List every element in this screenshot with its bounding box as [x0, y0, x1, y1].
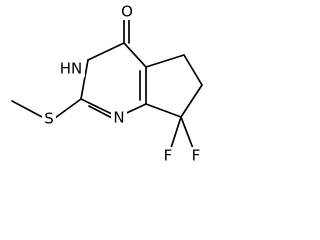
bonds [11, 16, 203, 152]
bond-c7-f2 [180, 116, 195, 152]
bond-c2-s [54, 98, 82, 119]
sulfur-label: S [44, 110, 54, 128]
bond-c4-n3 [87, 42, 125, 61]
bond-c7-f1 [169, 116, 182, 152]
fluorine-label-2: F [192, 147, 201, 165]
bond-c5-c6 [183, 54, 203, 86]
atom-labels: O HN N S F F [42, 3, 203, 165]
nh-label: HN [60, 60, 83, 78]
bond-c2-n1-inner [88, 105, 113, 119]
bond-n3-c2 [80, 59, 89, 100]
fluorine-label-1: F [164, 147, 173, 165]
nitrogen-label: N [113, 109, 124, 127]
chemical-structure-diagram: O HN N S F F [11, 3, 203, 165]
bond-c4a-c5 [145, 54, 185, 68]
bond-c6-c7 [180, 84, 203, 118]
bond-c7-c7a [145, 103, 182, 118]
bond-c4-c4a [123, 42, 147, 68]
bond-s-ch3 [11, 100, 45, 119]
oxygen-label: O [121, 3, 133, 21]
